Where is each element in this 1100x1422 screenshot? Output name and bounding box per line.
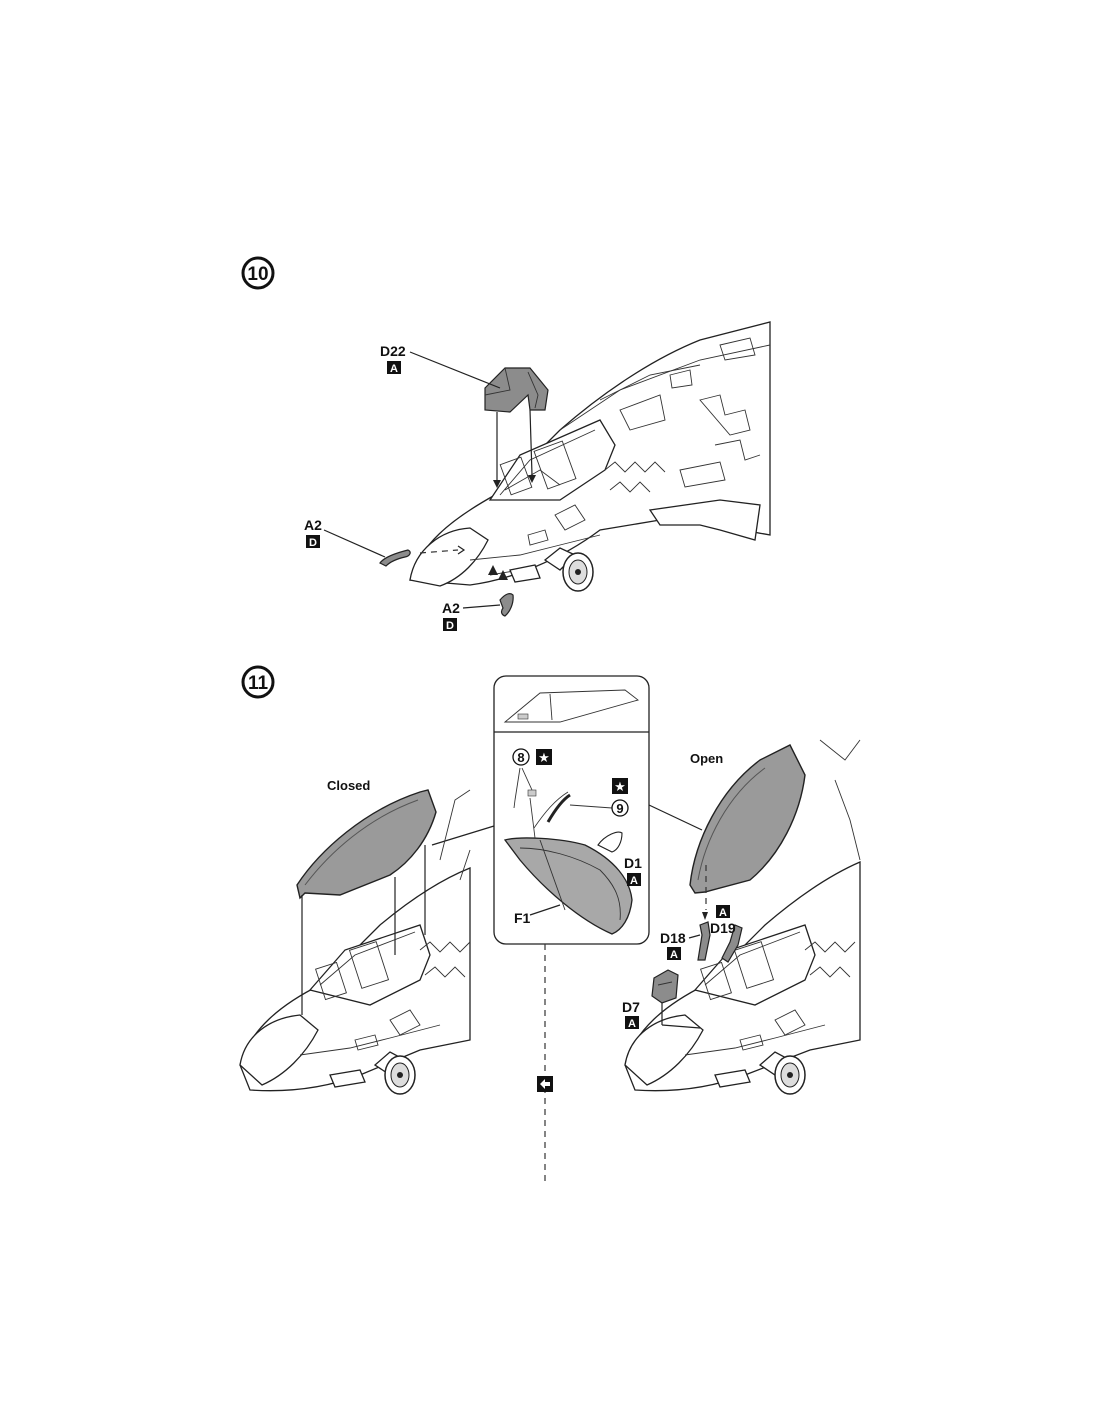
- callout-d22: D22 A: [380, 343, 501, 389]
- callout-star-marker: ★: [612, 778, 628, 795]
- callout-d1-sprue: A: [630, 875, 638, 887]
- step-10-marker: 10: [241, 256, 275, 290]
- step-11-number: 11: [248, 673, 269, 694]
- star-icon: [612, 778, 628, 794]
- callout-d7: D7 A: [622, 999, 640, 1030]
- step-10-number: 10: [247, 264, 268, 285]
- star-icon: [536, 749, 552, 765]
- callout-a2-bottom: A2 D: [442, 600, 501, 632]
- callout-d1-part: D1: [624, 855, 642, 871]
- callout-decal-9: 9: [611, 799, 629, 817]
- callout-d22-part: D22: [380, 343, 406, 359]
- detail-connector-left: [431, 825, 495, 846]
- callout-a2-left-part: A2: [304, 517, 322, 533]
- part-d22: [484, 367, 549, 488]
- svg-text:★: ★: [538, 751, 550, 766]
- callout-d18-part: D18: [660, 930, 686, 946]
- step-11-marker: 11: [241, 665, 275, 699]
- part-d7: [651, 969, 701, 1029]
- callout-d18: D18 A: [660, 930, 701, 961]
- swap-arrows-icon: [537, 1076, 553, 1092]
- detail-box: [493, 675, 650, 945]
- detail-connector-right: [648, 804, 703, 831]
- closed-canopy: [296, 789, 437, 1015]
- callout-a2-bottom-sprue: D: [446, 620, 454, 632]
- callout-d7-part: D7: [622, 999, 640, 1015]
- part-d19: [721, 924, 743, 963]
- closed-view-aircraft: [239, 789, 471, 1095]
- open-view-aircraft: [624, 739, 861, 1095]
- callout-d18-sprue: A: [670, 949, 678, 961]
- callout-d19: D19: [710, 920, 736, 936]
- callout-d22-sprue: A: [390, 363, 398, 375]
- callout-a2-left-sprue: D: [309, 537, 317, 549]
- callout-a2-left: A2 D: [304, 517, 386, 558]
- part-d18: [697, 912, 711, 961]
- callout-d19-part: D19: [710, 920, 736, 936]
- callout-d7-sprue: A: [628, 1018, 636, 1030]
- callout-open-sprue-a-letter: A: [719, 907, 727, 919]
- view-open-label: Open: [690, 751, 723, 766]
- callout-f1-part: F1: [514, 910, 531, 926]
- part-a2-left: [379, 549, 411, 567]
- callout-open-sprue-a: A: [716, 905, 730, 919]
- step-10-aircraft: [409, 321, 771, 592]
- callout-decal-8: 8 ★: [512, 748, 552, 766]
- decal-9-number: 9: [616, 801, 623, 816]
- decal-8-number: 8: [517, 750, 524, 765]
- part-a2-bottom: [499, 593, 514, 617]
- view-closed-label: Closed: [327, 778, 370, 793]
- callout-f1: F1: [514, 910, 531, 926]
- callout-a2-bottom-part: A2: [442, 600, 460, 616]
- svg-text:★: ★: [614, 780, 626, 795]
- open-canopy: [689, 744, 806, 910]
- callout-d1: D1 A: [624, 855, 642, 887]
